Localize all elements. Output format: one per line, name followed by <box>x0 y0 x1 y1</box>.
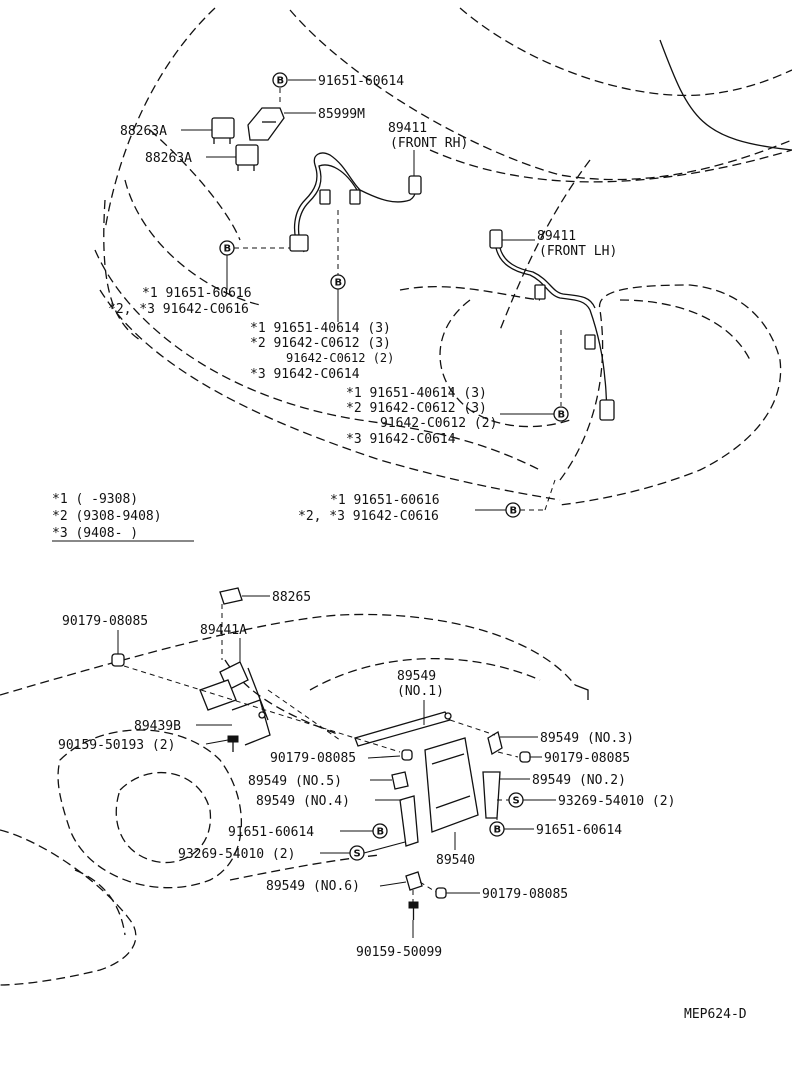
key-row-2: *2 (9308-9408) <box>52 509 162 524</box>
top-leaders <box>181 79 562 511</box>
relay-88263a-upper <box>211 117 235 144</box>
label-a1: *1 91651-60616 <box>142 286 252 301</box>
svg-text:B: B <box>494 825 502 836</box>
clip-90179-right <box>519 751 531 763</box>
screw-symbol-right: S <box>508 792 524 808</box>
bolt-symbol-bottom: B <box>505 502 521 518</box>
label-89549-no3: 89549 (NO.3) <box>540 731 634 746</box>
label-88263a-1: 88263A <box>120 124 167 139</box>
bracket-89549-no2 <box>482 771 501 819</box>
wire-harness-front-rh <box>289 152 422 253</box>
bracket-89439b <box>231 667 271 746</box>
bolt-90159-50099 <box>408 901 419 920</box>
label-90179-top: 90179-08085 <box>62 614 148 629</box>
label-front-lh: (FRONT LH) <box>539 244 617 259</box>
ecu-89540 <box>424 737 479 833</box>
svg-text:B: B <box>277 76 285 87</box>
label-93269-left: 93269-54010 (2) <box>178 847 295 862</box>
label-b2: *2 91642-C0612 (3) <box>250 336 391 351</box>
label-90159-50099: 90159-50099 <box>356 945 442 960</box>
label-89411-rh: 89411 <box>388 121 427 136</box>
bottom-leaders <box>117 595 556 938</box>
top-labels: 91651-60614 85999M 88263A 88263A 89411 (… <box>108 74 617 524</box>
svg-text:S: S <box>354 849 361 860</box>
svg-text:B: B <box>510 506 518 517</box>
label-88265: 88265 <box>272 590 311 605</box>
label-89439b: 89439B <box>134 719 181 734</box>
bolt-symbol-ecu-right: B <box>489 821 505 837</box>
key-row-3: *3 (9408- ) <box>52 526 138 541</box>
clip-90179-top <box>111 653 125 667</box>
bolt-symbol-center: B <box>330 274 346 290</box>
label-d2: *2, *3 91642-C0616 <box>298 509 439 524</box>
label-93269-right: 93269-54010 (2) <box>558 794 675 809</box>
label-85999m: 85999M <box>318 107 365 122</box>
svg-text:S: S <box>513 796 520 807</box>
label-89549-no6: 89549 (NO.6) <box>266 879 360 894</box>
label-b1: *1 91651-40614 (3) <box>250 321 391 336</box>
bracket-89549-no5 <box>391 771 409 790</box>
bolt-symbol-left: B <box>219 240 235 256</box>
label-89540: 89540 <box>436 853 475 868</box>
bracket-89549-no3 <box>487 730 503 756</box>
label-c2: *2 91642-C0612 (3) <box>346 401 487 416</box>
clip-90179-mid <box>401 749 413 761</box>
label-b3: 91642-C0612 (2) <box>286 351 394 365</box>
relay-bracket-85999m <box>247 107 285 141</box>
bolt-symbol-lh: B <box>553 406 569 422</box>
label-88263a-2: 88263A <box>145 151 192 166</box>
clip-90179-bot <box>435 887 447 899</box>
label-90179-bot: 90179-08085 <box>482 887 568 902</box>
label-89549-no5: 89549 (NO.5) <box>248 774 342 789</box>
bottom-labels: 88265 90179-08085 89441A 89549 (NO.1) 89… <box>58 590 747 1022</box>
label-90179-right: 90179-08085 <box>544 751 630 766</box>
label-89549-no4: 89549 (NO.4) <box>256 794 350 809</box>
bolt-90159-50193 <box>227 735 239 752</box>
label-89549-no1-sub: (NO.1) <box>397 684 444 699</box>
label-front-rh: (FRONT RH) <box>390 136 468 151</box>
screw-symbol-left: S <box>349 845 365 861</box>
label-89549-no2: 89549 (NO.2) <box>532 773 626 788</box>
bracket-89549-no6 <box>405 871 423 891</box>
bracket-89549-no4 <box>399 795 419 847</box>
key-row-1: *1 ( -9308) <box>52 492 138 507</box>
vehicle-front-outline <box>94 7 792 506</box>
label-d1: *1 91651-60616 <box>330 493 440 508</box>
svg-text:B: B <box>335 278 343 289</box>
label-a2: *2, *3 91642-C0616 <box>108 302 249 317</box>
bracket-89549-no1 <box>354 711 452 747</box>
applicability-key: *1 ( -9308) *2 (9308-9408) *3 (9408- ) <box>52 492 194 542</box>
label-89441a: 89441A <box>200 623 247 638</box>
label-89411-lh: 89411 <box>537 229 576 244</box>
sensor-89441a <box>199 661 249 711</box>
diagram-code: MEP624-D <box>684 1007 747 1022</box>
wire-harness-front-lh <box>489 229 615 421</box>
label-c3: 91642-C0612 (2) <box>380 416 497 431</box>
label-c1: *1 91651-40614 (3) <box>346 386 487 401</box>
label-91651-60614-left: 91651-60614 <box>228 825 314 840</box>
label-89549-no1-num: 89549 <box>397 669 436 684</box>
svg-text:B: B <box>377 827 385 838</box>
svg-text:B: B <box>558 410 566 421</box>
label-b4: *3 91642-C0614 <box>250 367 360 382</box>
bolt-symbol-ecu-left: B <box>372 823 388 839</box>
label-91651-60614-top: 91651-60614 <box>318 74 404 89</box>
svg-text:B: B <box>224 244 232 255</box>
label-90159-50193: 90159-50193 (2) <box>58 738 175 753</box>
bolt-symbol-top: B <box>272 72 288 88</box>
label-c4: *3 91642-C0614 <box>346 432 456 447</box>
label-sticker-88265 <box>219 587 243 605</box>
label-90179-mid: 90179-08085 <box>270 751 356 766</box>
relay-88263a-lower <box>235 144 259 171</box>
label-91651-60614-right: 91651-60614 <box>536 823 622 838</box>
